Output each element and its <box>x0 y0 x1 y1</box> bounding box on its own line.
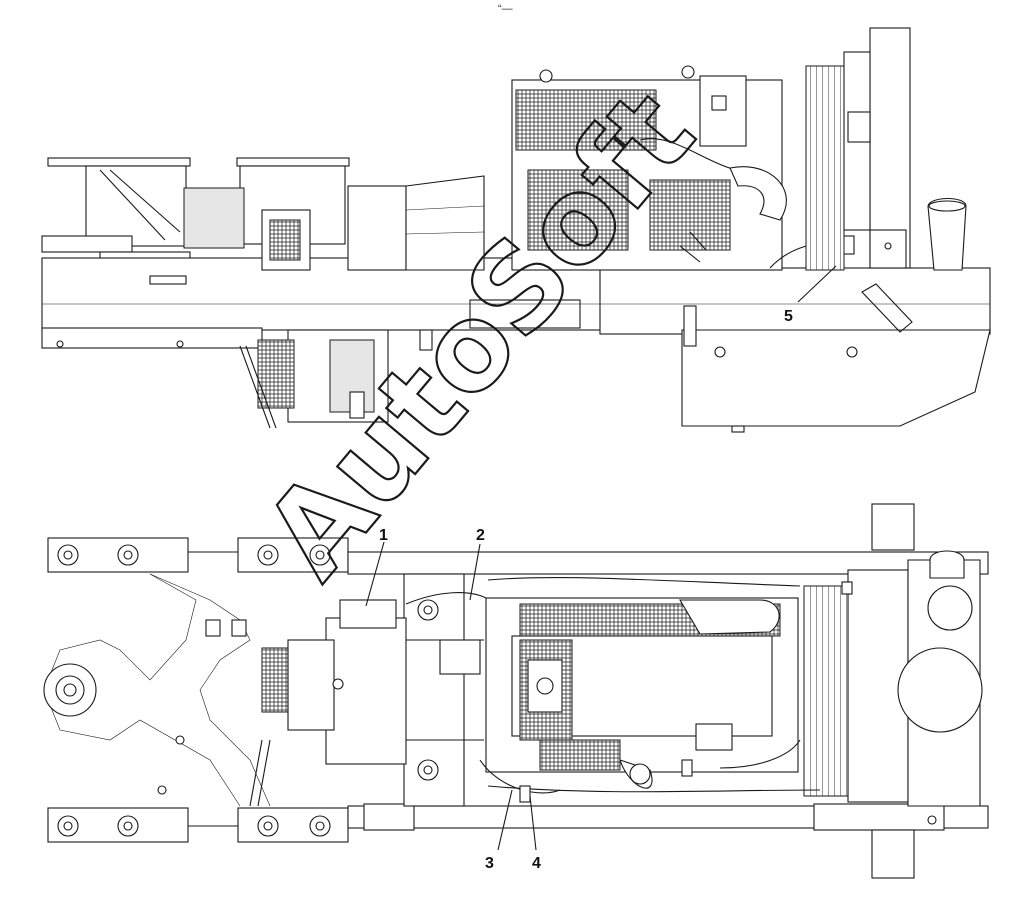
leader-2 <box>469 543 481 601</box>
callout-5: 5 <box>784 308 793 325</box>
top-radiator <box>803 503 983 879</box>
side-frame-rail <box>41 235 991 349</box>
top-articulation-frame <box>43 573 271 807</box>
leader-5 <box>797 265 837 303</box>
top-gearbox <box>249 599 407 807</box>
top-view: 1 2 3 4 <box>43 503 989 879</box>
side-gearbox <box>239 329 433 429</box>
side-radiator <box>805 27 967 271</box>
callout-3: 3 <box>485 855 494 872</box>
leader-1 <box>365 541 385 607</box>
callout-4: 4 <box>532 855 541 872</box>
leader-4 <box>529 795 537 851</box>
leader-3 <box>497 789 513 851</box>
side-engine <box>511 65 855 347</box>
side-transmission <box>261 175 485 271</box>
top-frame-rails <box>47 537 989 843</box>
top-rail-circles <box>57 544 331 837</box>
top-engine <box>485 597 801 789</box>
side-rear-extension <box>681 283 991 433</box>
callout-2: 2 <box>476 527 485 544</box>
callout-1: 1 <box>379 527 388 544</box>
top-crossmembers <box>403 573 484 807</box>
top-hoses <box>405 576 853 803</box>
top-mark: “— <box>498 3 513 15</box>
side-view: 5 <box>41 27 991 433</box>
